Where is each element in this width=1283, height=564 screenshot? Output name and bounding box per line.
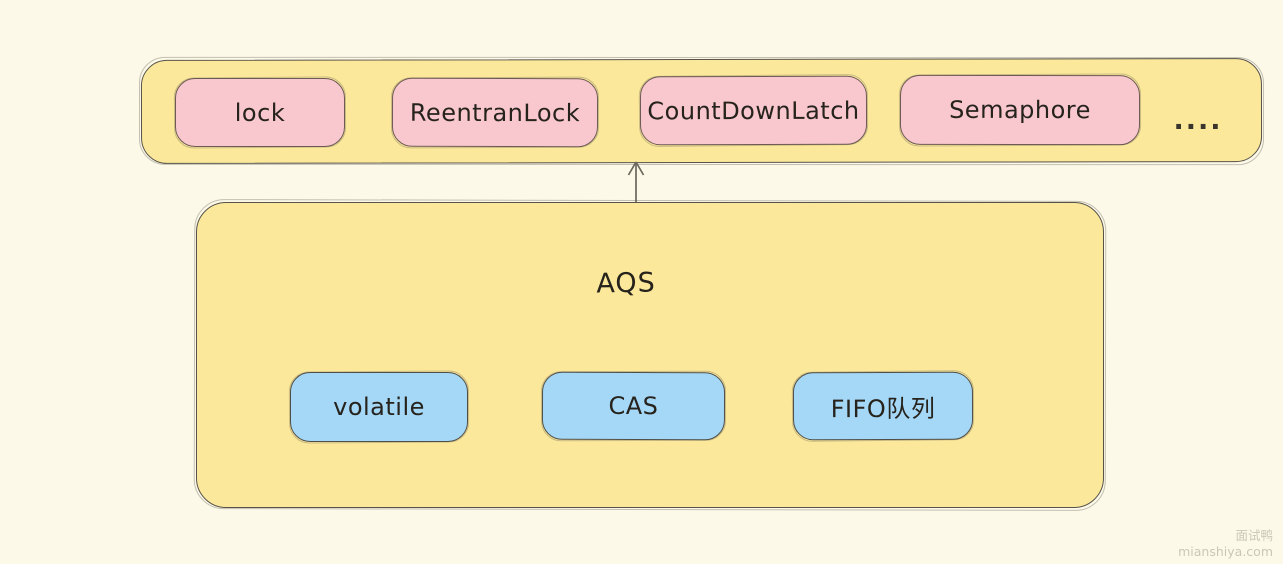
watermark: 面试鸭 mianshiya.com bbox=[1178, 528, 1273, 560]
node-label: Semaphore bbox=[949, 95, 1091, 125]
node-lock: lock bbox=[175, 78, 345, 147]
node-label: CountDownLatch bbox=[647, 96, 860, 125]
watermark-brand: 面试鸭 bbox=[1235, 528, 1273, 543]
aqs-to-components-arrow-icon bbox=[627, 161, 645, 205]
node-countdownlatch: CountDownLatch bbox=[639, 75, 868, 146]
ellipsis-label: .... bbox=[1173, 104, 1223, 136]
node-label: FIFO队列 bbox=[830, 394, 936, 423]
node-volatile: volatile bbox=[290, 372, 468, 442]
node-label: CAS bbox=[608, 391, 659, 421]
node-cas: CAS bbox=[541, 371, 726, 441]
aqs-group bbox=[196, 202, 1104, 508]
node-semaphore: Semaphore bbox=[899, 74, 1141, 146]
node-fifo-queue: FIFO队列 bbox=[792, 371, 974, 441]
node-label: ReentranLock bbox=[409, 98, 581, 127]
aqs-group-title: AQS bbox=[596, 267, 656, 300]
node-reentranlock: ReentranLock bbox=[391, 77, 599, 148]
node-label: volatile bbox=[333, 393, 425, 421]
node-label: lock bbox=[234, 98, 286, 127]
watermark-site: mianshiya.com bbox=[1178, 544, 1273, 559]
